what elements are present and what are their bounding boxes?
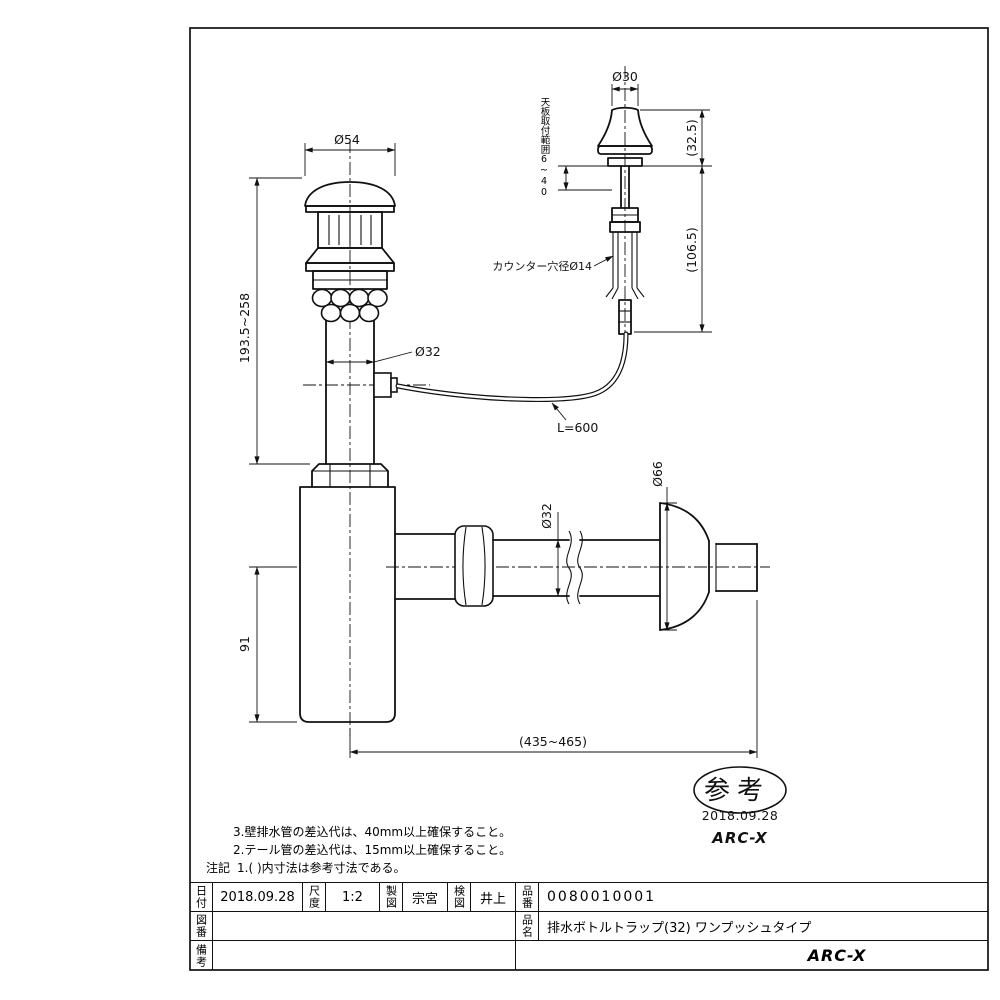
outlet-pipe bbox=[394, 502, 758, 631]
title-block: 日付 2018.09.28 尺度 1:2 製図 宗宮 検図 井上 品番 0080… bbox=[190, 882, 988, 970]
stamp-date: 2018.09.28 bbox=[702, 808, 779, 823]
drawing-no-value bbox=[213, 912, 516, 941]
part-no-value: 0080010001 bbox=[539, 883, 988, 912]
stamp-label: 参考 bbox=[704, 776, 770, 806]
dim-cap-diameter: Ø54 bbox=[334, 132, 360, 147]
scale-label: 尺度 bbox=[303, 883, 326, 912]
part-no-label: 品番 bbox=[516, 883, 539, 912]
checker-label: 検図 bbox=[448, 883, 471, 912]
dim-under-counter-height: (106.5) bbox=[684, 227, 699, 273]
popup-drain-assembly bbox=[304, 181, 398, 488]
note-line-1: 注記 1.( )内寸法は参考寸法である。 bbox=[206, 859, 511, 877]
bottle-trap-body bbox=[299, 486, 396, 723]
dim-lower-height: 91 bbox=[237, 636, 252, 652]
dim-outlet-diameter: Ø32 bbox=[539, 503, 554, 529]
part-name-label: 品名 bbox=[516, 912, 539, 941]
outlet-nut bbox=[454, 525, 494, 607]
dim-body-height: 193.5~258 bbox=[237, 293, 252, 363]
remarks-label: 備考 bbox=[190, 941, 213, 970]
dim-overall-length: (435~465) bbox=[519, 734, 587, 749]
stamp-ellipse bbox=[693, 766, 787, 814]
sheet-frame bbox=[189, 27, 989, 971]
dim-tail-pipe-diameter: Ø32 bbox=[415, 344, 441, 359]
trap-nut bbox=[311, 463, 389, 488]
release-cable bbox=[395, 331, 629, 402]
drafter-value: 宗宮 bbox=[403, 883, 448, 912]
date-label: 日付 bbox=[190, 883, 213, 912]
note-line-1-text: 1.( )内寸法は参考寸法である。 bbox=[237, 861, 406, 875]
dim-cable-length: L=600 bbox=[557, 420, 598, 435]
title-block-brand-logo: ARC-X bbox=[807, 946, 867, 965]
pipe-break bbox=[566, 530, 572, 605]
notes-block: 3.壁排水管の差込代は、40mm以上確保すること。 2.テール管の差込代は、15… bbox=[206, 823, 511, 877]
scale-value: 1:2 bbox=[326, 883, 380, 912]
note-line-3: 3.壁排水管の差込代は、40mm以上確保すること。 bbox=[233, 825, 512, 839]
date-value: 2018.09.28 bbox=[213, 883, 303, 912]
checker-value: 井上 bbox=[471, 883, 516, 912]
notes-prefix: 注記 bbox=[206, 861, 231, 875]
reference-stamp: 参考 2018.09.28 ARC-X bbox=[693, 766, 787, 847]
stamp-brand-logo: ARC-X bbox=[711, 829, 768, 847]
label-counter-hole: カウンター穴径Ø14 bbox=[492, 259, 592, 273]
label-mounting-range: 天板取付範囲6~40 bbox=[538, 97, 550, 198]
dimensions: Ø54 Ø30 (32.5) (106.5) カウンター穴径Ø14 Ø32 19… bbox=[237, 69, 758, 758]
dim-flange-diameter: Ø66 bbox=[650, 461, 665, 487]
cable-fitting bbox=[373, 372, 392, 398]
clamp-hooks bbox=[605, 287, 645, 300]
dim-button-height: (32.5) bbox=[684, 119, 699, 157]
drafter-label: 製図 bbox=[380, 883, 403, 912]
dim-button-diameter: Ø30 bbox=[612, 69, 638, 84]
part-name-value: 排水ボトルトラップ(32) ワンプッシュタイプ bbox=[539, 912, 988, 941]
remarks-value bbox=[213, 941, 516, 970]
push-button-knob bbox=[597, 106, 653, 147]
drawing-no-label: 図番 bbox=[190, 912, 213, 941]
note-line-2: 2.テール管の差込代は、15mm以上確保すること。 bbox=[233, 843, 512, 857]
